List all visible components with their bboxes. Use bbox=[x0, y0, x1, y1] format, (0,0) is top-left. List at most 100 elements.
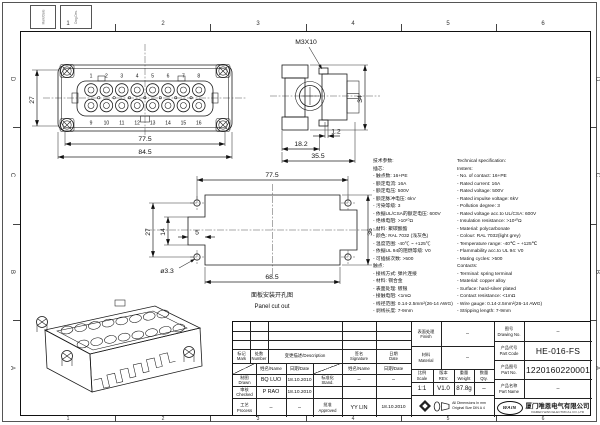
tb-scale-label: 比例 Scale bbox=[416, 370, 428, 381]
frame-tick bbox=[401, 24, 402, 31]
frame-tick bbox=[115, 416, 116, 422]
front-dim-84-5: 84.5 bbox=[138, 149, 151, 156]
contact-holes-row2 bbox=[84, 98, 206, 113]
revision-stamp-1: Mark/Date bbox=[30, 5, 56, 29]
corner-screw bbox=[216, 64, 230, 78]
tb-col-date: 日期 Date bbox=[389, 350, 398, 361]
grid-col-2-top: 2 bbox=[161, 21, 165, 27]
tb-part-no-value: 1220160220001 bbox=[525, 364, 591, 375]
frame-tick bbox=[496, 416, 497, 422]
contact-number: 8 bbox=[197, 74, 200, 80]
tb-part-code-value: HE-016-FS bbox=[535, 345, 581, 356]
grid-col-1-top: 1 bbox=[66, 21, 70, 27]
side-dim-18-2: 18.2 bbox=[294, 141, 307, 148]
contact-number: 1 bbox=[90, 74, 93, 80]
tb-col-mark: 标记 Mark bbox=[236, 350, 247, 361]
company-logo: WAIN bbox=[496, 400, 523, 415]
grid-col-3-top: 3 bbox=[256, 21, 260, 27]
cutout-dim-27: 27 bbox=[145, 228, 152, 236]
cutout-dim-77-5: 77.5 bbox=[265, 172, 278, 179]
frame-tick bbox=[210, 416, 211, 422]
tb-rev-value: V1.0 bbox=[437, 385, 450, 392]
grid-col-3-bottom: 3 bbox=[256, 416, 260, 422]
frame-tick bbox=[591, 224, 597, 225]
tb-col-description: 变更描述/Description bbox=[284, 353, 326, 358]
tb-drawn-name: BQ LUO bbox=[260, 377, 282, 383]
tb-weight-label: 重量 Weight bbox=[457, 370, 471, 381]
surface-finish-icon bbox=[419, 400, 432, 412]
frame-tick bbox=[306, 416, 307, 422]
tb-col-signature: 签名 Signature bbox=[350, 350, 368, 361]
title-block: 标记 Mark 处数 Number 变更描述/Description 签名 Si… bbox=[232, 321, 592, 417]
iso-screw bbox=[61, 350, 73, 366]
tb-part-code-label: 产品代号 Part Code bbox=[499, 345, 519, 356]
tb-qty-value: – bbox=[482, 385, 486, 392]
iso-contact-holes bbox=[60, 309, 186, 349]
revision-stamp-2: Dwg.Des. bbox=[60, 5, 92, 29]
grid-row-d-right: D bbox=[594, 76, 600, 82]
tb-process-label: 工艺 Process bbox=[236, 402, 253, 413]
tb-stand-date: – bbox=[392, 377, 395, 383]
front-dim-27: 27 bbox=[29, 96, 36, 104]
spec-text-english: Technical specification: Insters: - No. … bbox=[457, 159, 543, 314]
grid-row-c-right: C bbox=[594, 172, 600, 178]
tb-material-value: – bbox=[466, 354, 469, 361]
side-dim-35-5: 35.5 bbox=[311, 153, 324, 160]
grid-col-5-bottom: 5 bbox=[446, 416, 450, 422]
contact-number: 3 bbox=[120, 74, 123, 80]
tb-scale-value: 1:1 bbox=[417, 385, 427, 392]
frame-tick bbox=[401, 416, 402, 422]
frame-tick bbox=[306, 24, 307, 31]
cutout-title-cn: 面板安装开孔图 bbox=[251, 291, 293, 299]
contact-number: 16 bbox=[196, 121, 202, 127]
side-dim-34: 34 bbox=[357, 95, 364, 103]
frame-tick bbox=[13, 127, 20, 128]
tb-material-label: 材料 Material bbox=[418, 352, 434, 363]
frame-tick bbox=[210, 24, 211, 31]
grid-col-5-top: 5 bbox=[446, 21, 450, 27]
front-view-drawing: 1 2 3 4 5 6 7 8 9 10 11 12 13 14 15 16 2… bbox=[29, 44, 247, 159]
tb-stand-name: – bbox=[357, 377, 361, 383]
tb-diagonal-cell bbox=[233, 363, 256, 374]
grid-row-b-left: B bbox=[9, 269, 15, 274]
frame-tick bbox=[13, 320, 20, 321]
grid-col-4-top: 4 bbox=[351, 21, 355, 27]
tb-weight-value: 87.8g bbox=[456, 385, 472, 392]
tb-rev-label: 版本 REV. bbox=[438, 370, 449, 381]
tb-drawing-no-value: – bbox=[556, 328, 560, 335]
contact-number: 10 bbox=[104, 121, 110, 127]
frame-tick bbox=[591, 127, 597, 128]
tb-part-name-value: – bbox=[556, 385, 560, 392]
side-dim-1-2: 1.2 bbox=[331, 129, 341, 136]
grid-col-6-bottom: 6 bbox=[541, 416, 545, 422]
corner-screw bbox=[216, 118, 230, 132]
contact-number: 11 bbox=[119, 121, 124, 127]
tb-sub-date2: 日期/Date bbox=[383, 365, 404, 371]
iso-screw bbox=[183, 346, 195, 362]
tb-diagonal-cell bbox=[313, 363, 342, 374]
grid-col-1-bottom: 1 bbox=[66, 416, 70, 422]
frame-tick bbox=[496, 24, 497, 31]
tb-sub-name: 姓名/Name bbox=[260, 365, 282, 371]
side-thread-label: M3X10 bbox=[295, 39, 317, 46]
tb-checked-label: 审核 Checked bbox=[236, 386, 253, 397]
corner-screw bbox=[60, 118, 74, 132]
grid-row-b-right: B bbox=[594, 269, 600, 274]
contact-number: 5 bbox=[151, 74, 154, 80]
frame-tick bbox=[115, 24, 116, 31]
dimension-note: All Dimensions In mm Original Size DIN A… bbox=[452, 401, 486, 410]
contact-number: 7 bbox=[182, 74, 185, 80]
tb-finish-label: 表面处理 Finish bbox=[417, 328, 435, 339]
panel-cutout-drawing: 77.5 27 14 5 36 68.5 ø3.3 面板安装开孔图 Panel … bbox=[145, 172, 381, 310]
tb-symbols-note: All Dimensions In mm Original Size DIN A… bbox=[411, 395, 494, 417]
tb-part-name-label: 产品名称 Part Name bbox=[498, 383, 519, 394]
contact-number: 15 bbox=[181, 121, 187, 127]
isometric-view-drawing bbox=[36, 299, 203, 393]
contact-number: 4 bbox=[136, 74, 139, 80]
cutout-dim-5: 5 bbox=[195, 230, 199, 237]
revision-stamp-2-label: Dwg.Des. bbox=[73, 10, 78, 24]
tb-checked-date: 18.10.2010 bbox=[287, 389, 312, 395]
tb-drawn-label: 制图 Drawn bbox=[238, 374, 251, 385]
contact-number: 2 bbox=[105, 74, 108, 80]
